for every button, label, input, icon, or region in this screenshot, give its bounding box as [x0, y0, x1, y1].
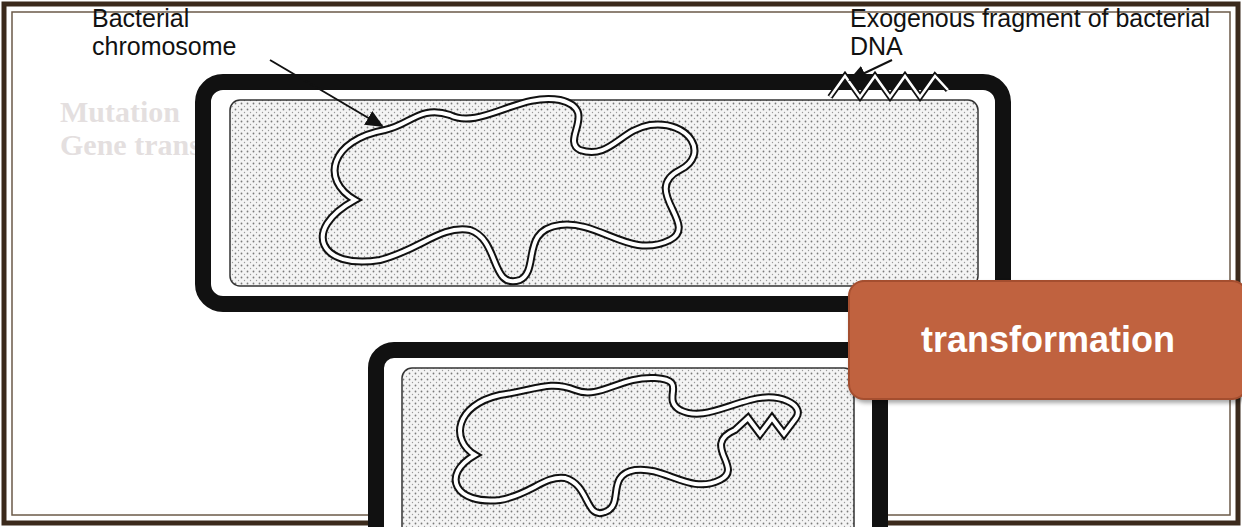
dna-fragment-core: [830, 76, 948, 97]
cell-wall: [376, 350, 880, 527]
bleed-through-text: Mutation: [60, 95, 180, 129]
recombinant-chromosome-core: [456, 378, 798, 513]
part-label: Bacterial chromosome: [92, 4, 292, 60]
leader-arrow: [850, 60, 892, 80]
leader-arrow: [270, 60, 382, 126]
chromosome: [323, 99, 695, 281]
chromosome-core: [323, 99, 695, 281]
cytoplasm: [402, 368, 854, 527]
part-label: Exogenous fragment of bacterial DNA: [850, 4, 1220, 60]
recombinant-chromosome: [456, 378, 798, 513]
process-box: transformation: [848, 280, 1242, 400]
dna-fragment: [830, 76, 948, 97]
cell-wall: [203, 82, 1003, 304]
node-text: transformation: [921, 319, 1175, 361]
